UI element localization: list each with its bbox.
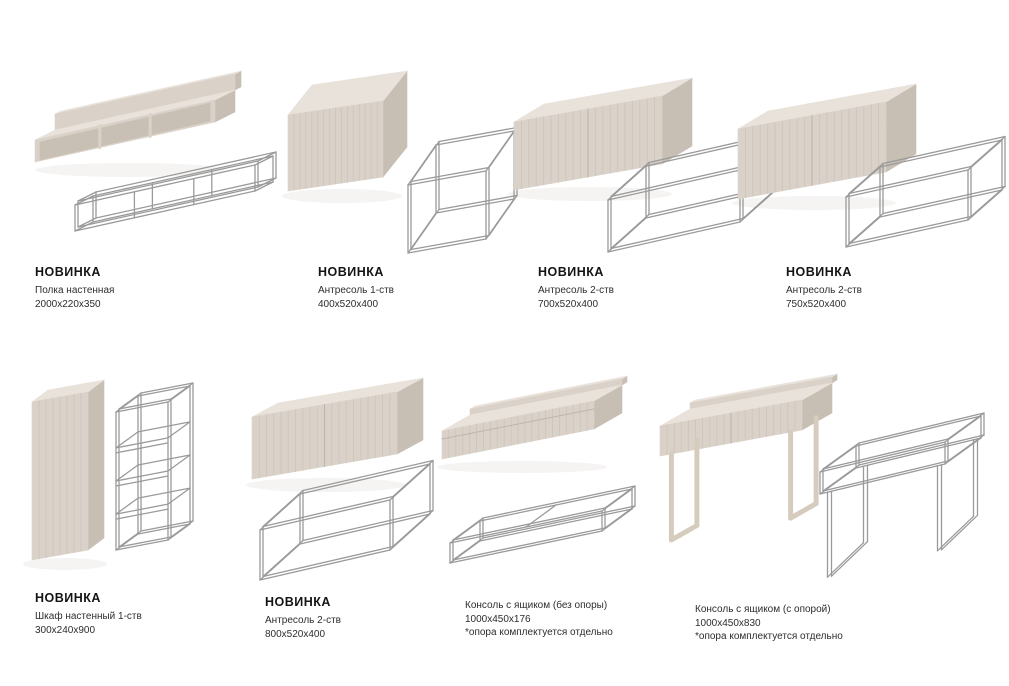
new-badge: НОВИНКА <box>538 265 604 279</box>
cabinet-2door-render <box>732 83 1006 248</box>
console-drawer-render <box>437 375 636 564</box>
tall-cabinet-render <box>23 379 194 570</box>
product-card[interactable]: НОВИНКА Полка настенная 2000x220x350 <box>20 60 282 330</box>
product-card[interactable]: НОВИНКА Антресоль 1-ств 400x520x400 <box>280 60 520 330</box>
product-card[interactable]: НОВИНКА Антресоль 2-ств 750x520x400 <box>728 60 1008 330</box>
console-with-legs-render <box>659 373 985 578</box>
new-badge: НОВИНКА <box>35 265 101 279</box>
product-dimensions: 400x520x400 <box>318 298 379 310</box>
product-caption: НОВИНКА Антресоль 2-ств 800x520x400 <box>265 595 341 641</box>
product-caption: НОВИНКА Антресоль 2-ств 750x520x400 <box>786 265 862 311</box>
product-dimensions: 2000x220x350 <box>35 298 101 310</box>
product-card[interactable]: НОВИНКА Шкаф настенный 1-ств 300x240x900 <box>20 370 235 660</box>
product-dimensions: 1000x450x830 <box>695 617 761 629</box>
new-badge: НОВИНКА <box>35 591 101 605</box>
product-name: Полка настенная <box>35 285 115 296</box>
product-name: Шкаф настенный 1-ств <box>35 611 142 622</box>
product-caption: Консоль с ящиком (без опоры) 1000x450x17… <box>465 599 613 640</box>
product-caption: Консоль с ящиком (с опорой) 1000x450x830… <box>695 603 843 644</box>
product-card[interactable]: Консоль с ящиком (без опоры) 1000x450x17… <box>432 370 642 670</box>
product-dimensions: 300x240x900 <box>35 624 96 636</box>
product-note: *опора комплектуется отдельно <box>695 631 843 642</box>
product-dimensions: 700x520x400 <box>538 298 599 310</box>
product-name: Антресоль 2-ств <box>786 285 862 296</box>
product-dimensions: 1000x450x176 <box>465 613 531 625</box>
wall-shelf-render <box>34 70 277 232</box>
product-card[interactable]: Консоль с ящиком (с опорой) 1000x450x830… <box>648 370 993 680</box>
cabinet-2door-render <box>246 377 434 581</box>
product-note: *опора комплектуется отдельно <box>465 627 613 638</box>
cabinet-1door-render <box>282 70 518 254</box>
product-name: Консоль с ящиком (без опоры) <box>465 600 608 611</box>
product-name: Консоль с ящиком (с опорой) <box>695 604 831 615</box>
new-badge: НОВИНКА <box>318 265 384 279</box>
product-dimensions: 750x520x400 <box>786 298 847 310</box>
product-name: Антресоль 2-ств <box>265 615 341 626</box>
product-card[interactable]: НОВИНКА Антресоль 2-ств 800x520x400 <box>242 370 472 670</box>
new-badge: НОВИНКА <box>786 265 852 279</box>
product-caption: НОВИНКА Шкаф настенный 1-ств 300x240x900 <box>35 591 142 637</box>
product-name: Антресоль 1-ств <box>318 285 394 296</box>
product-caption: НОВИНКА Полка настенная 2000x220x350 <box>35 265 114 311</box>
new-badge: НОВИНКА <box>265 595 331 609</box>
product-caption: НОВИНКА Антресоль 2-ств 700x520x400 <box>538 265 614 311</box>
product-dimensions: 800x520x400 <box>265 628 326 640</box>
product-caption: НОВИНКА Антресоль 1-ств 400x520x400 <box>318 265 394 311</box>
product-name: Антресоль 2-ств <box>538 285 614 296</box>
